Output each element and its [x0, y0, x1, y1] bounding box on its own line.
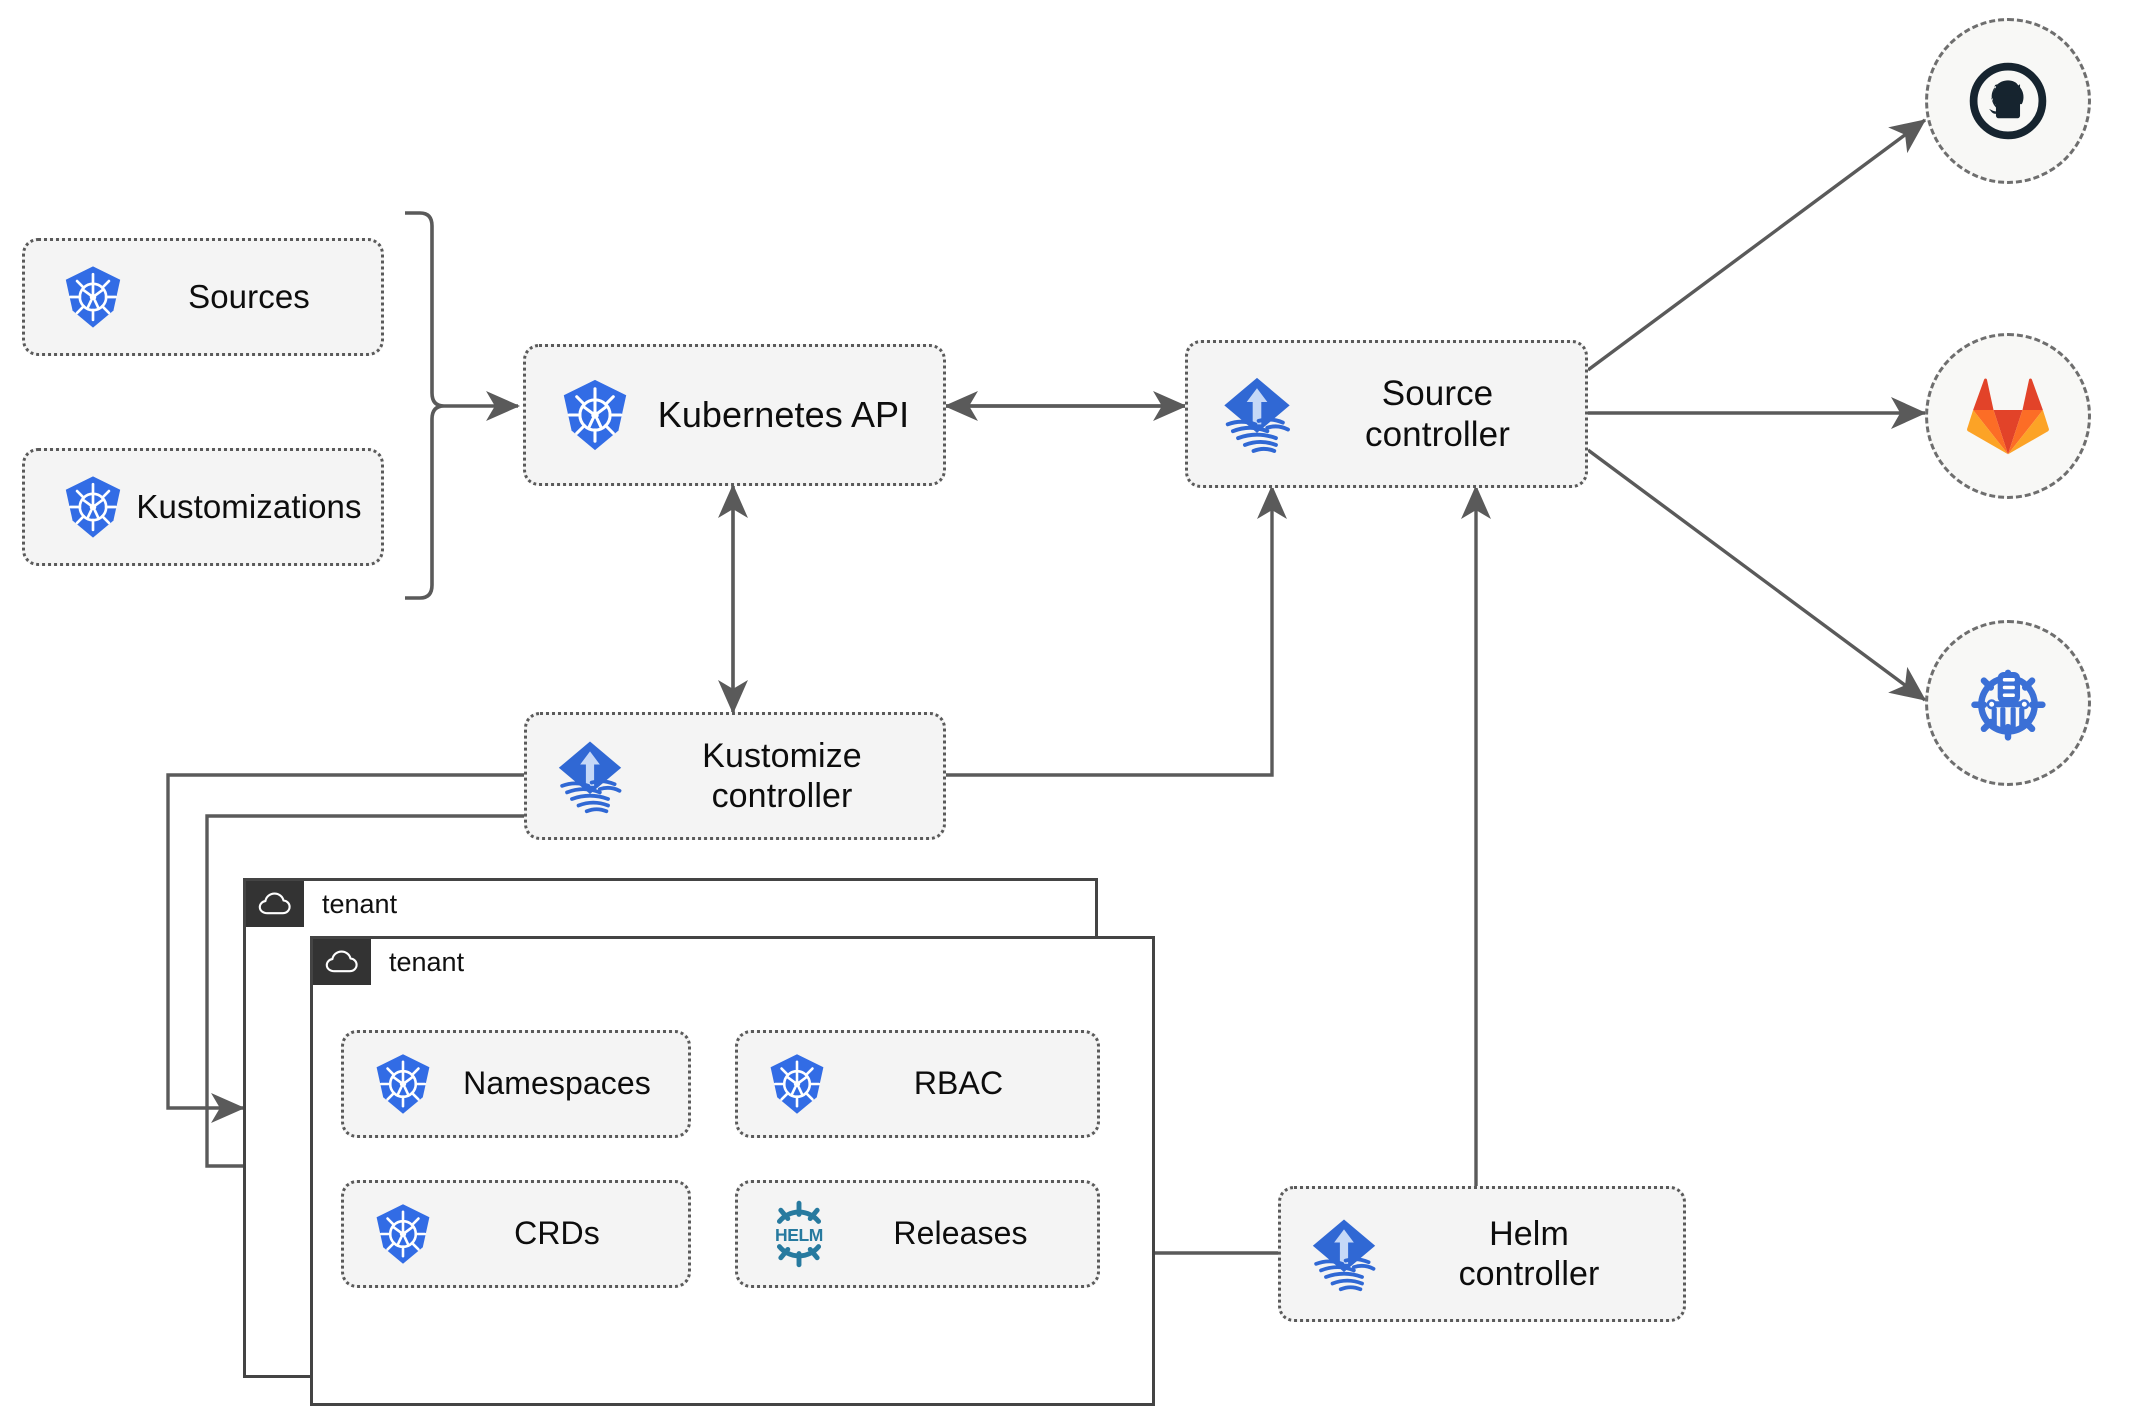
node-label-helm-controller: Helm controller: [1458, 1214, 1600, 1293]
gitlab-icon: [1967, 378, 2049, 455]
helm-icon: HELM: [764, 1199, 834, 1269]
flux-icon: [1303, 1213, 1385, 1295]
node-sources[interactable]: Sources: [22, 238, 384, 356]
node-releases[interactable]: HELM Releases: [735, 1180, 1100, 1288]
provider-bucket[interactable]: [1925, 620, 2091, 786]
svg-text:HELM: HELM: [775, 1225, 823, 1245]
provider-github[interactable]: [1925, 18, 2091, 184]
node-label-sources: Sources: [188, 277, 310, 315]
edge-source-to-bucket: [1586, 448, 1927, 702]
node-label-kustomizations: Kustomizations: [136, 487, 362, 525]
node-kubernetes-api[interactable]: Kubernetes API: [523, 344, 946, 486]
node-label-kustomize-controller: Kustomize controller: [702, 736, 862, 815]
node-kustomize-controller[interactable]: Kustomize controller: [524, 712, 946, 840]
node-label-kubernetes-api: Kubernetes API: [657, 393, 910, 435]
node-source-controller[interactable]: Source controller: [1185, 340, 1588, 488]
node-crds[interactable]: CRDs: [341, 1180, 691, 1288]
kubernetes-icon: [59, 473, 127, 541]
node-label-releases: Releases: [893, 1215, 1028, 1252]
flux-icon: [1214, 371, 1300, 457]
node-label-crds: CRDs: [514, 1215, 600, 1252]
node-label-rbac: RBAC: [913, 1065, 1004, 1102]
cloud-icon: [313, 939, 371, 985]
kubernetes-icon: [556, 376, 634, 454]
tenant-label-front: tenant: [389, 946, 465, 977]
flux-icon: [549, 735, 631, 817]
edge-source-to-github: [1586, 118, 1927, 372]
edge-kustomize-to-source: [946, 484, 1287, 777]
node-kustomizations[interactable]: Kustomizations: [22, 448, 384, 566]
tenant-label-back: tenant: [322, 888, 398, 919]
node-rbac[interactable]: RBAC: [735, 1030, 1100, 1138]
kubernetes-icon: [370, 1201, 436, 1267]
tenant-header-front: tenant: [313, 939, 464, 985]
node-label-namespaces: Namespaces: [463, 1065, 651, 1102]
node-label-source-controller: Source controller: [1365, 373, 1510, 454]
bucket-icon: [1971, 669, 2046, 741]
cloud-icon: [246, 881, 304, 927]
provider-gitlab[interactable]: [1925, 333, 2091, 499]
kubernetes-icon: [370, 1051, 436, 1117]
kubernetes-icon: [764, 1051, 830, 1117]
node-namespaces[interactable]: Namespaces: [341, 1030, 691, 1138]
group-bracket: [405, 211, 445, 600]
github-icon: [1969, 62, 2047, 140]
tenant-header-back: tenant: [246, 881, 397, 927]
tenant-container-front[interactable]: tenant: [310, 936, 1155, 1406]
kubernetes-icon: [59, 263, 127, 331]
node-helm-controller[interactable]: Helm controller: [1278, 1186, 1686, 1322]
